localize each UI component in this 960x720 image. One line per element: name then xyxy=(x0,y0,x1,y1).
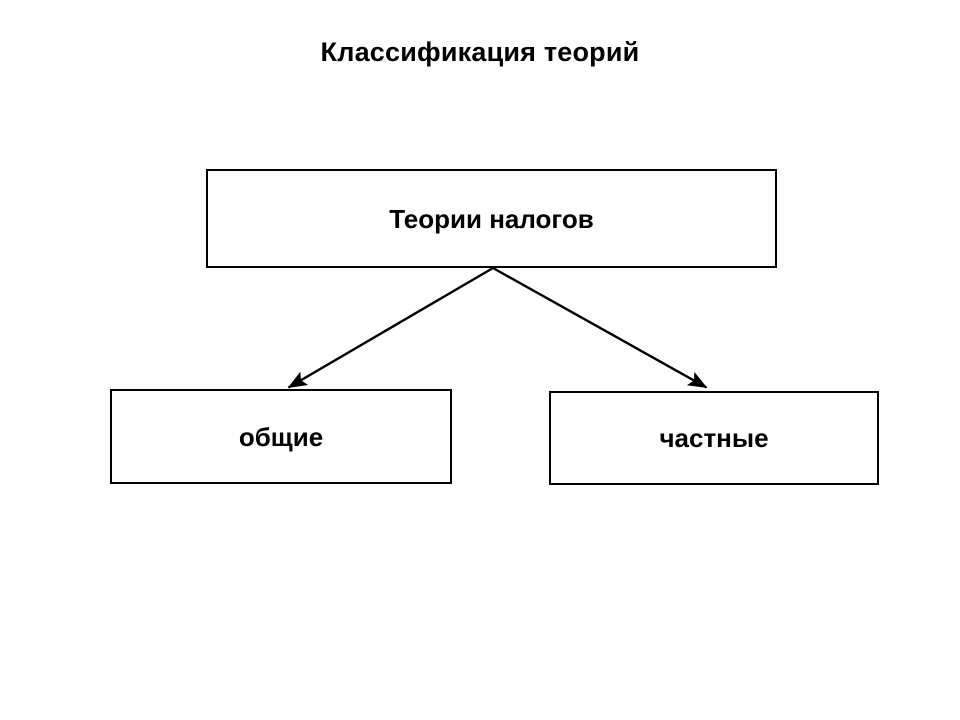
node-root-label: Теории налогов xyxy=(389,203,594,234)
node-child-general-label: общие xyxy=(238,421,324,452)
page-title: Классификация теорий xyxy=(320,37,640,67)
connector-root-to-particular xyxy=(492,266,708,389)
connector-root-to-general xyxy=(287,266,494,389)
node-child-particular[interactable]: частные xyxy=(549,391,879,485)
node-root-theories-of-taxes[interactable]: Теории налогов xyxy=(206,169,777,268)
node-child-general[interactable]: общие xyxy=(110,389,452,484)
node-child-particular-label: частные xyxy=(659,423,769,453)
